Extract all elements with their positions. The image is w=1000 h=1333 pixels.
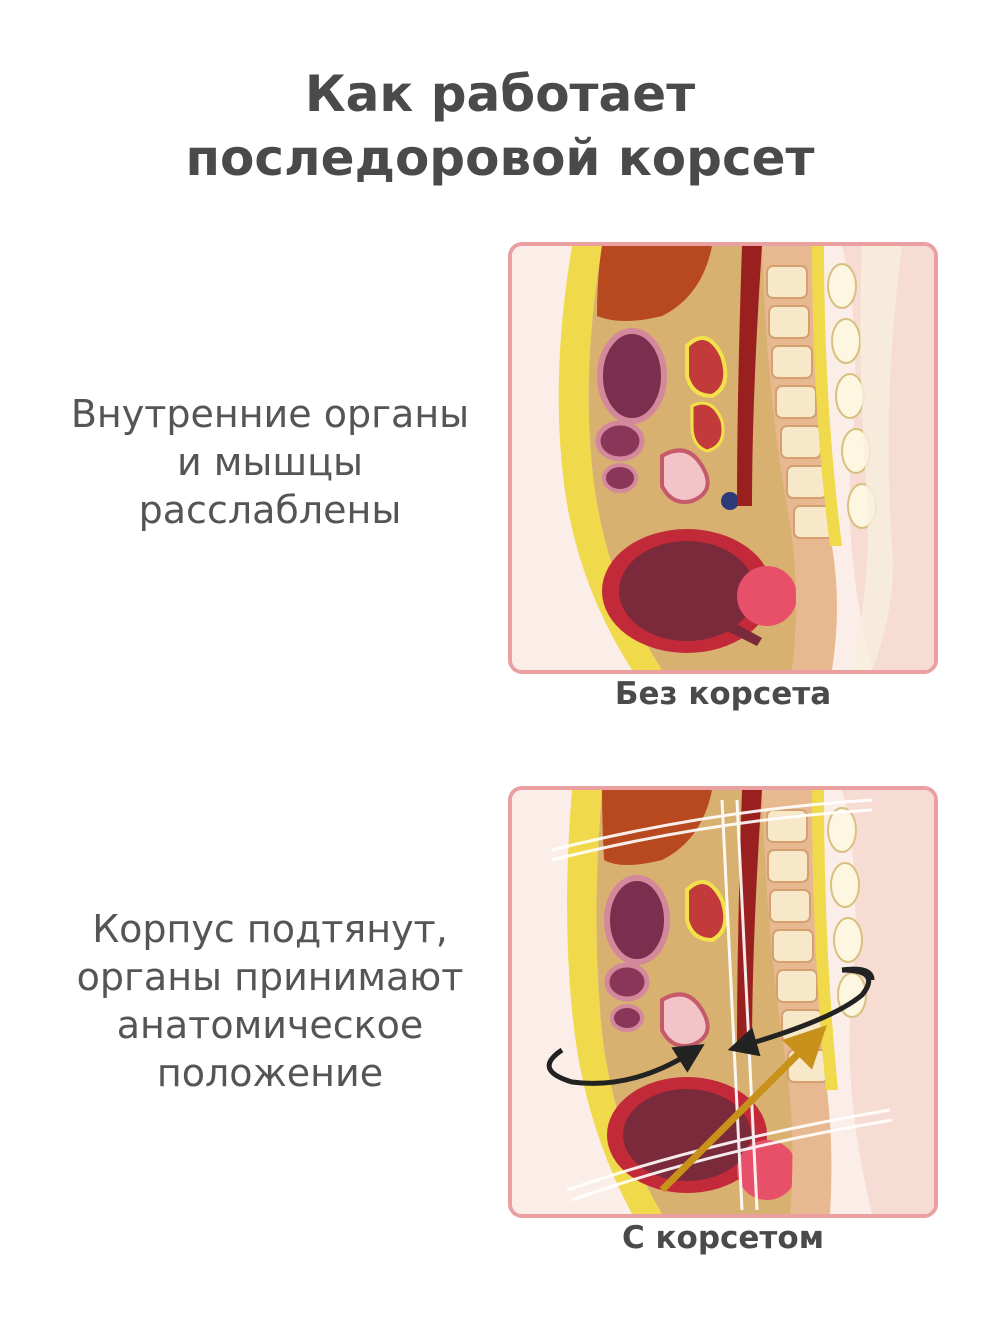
description-line: Внутренние органы [70, 392, 470, 436]
caption-without-corset: Без корсета [614, 676, 832, 712]
description-line: и мышцы [176, 440, 364, 484]
description-line: положение [156, 1051, 384, 1095]
page-title: Как работает последоровой корсет [0, 62, 1000, 190]
title-line-2: последоровой корсет [185, 129, 815, 187]
description-line: органы принимают [76, 955, 464, 999]
title-line-1: Как работает [304, 65, 696, 123]
caption-with-corset: С корсетом [621, 1220, 825, 1256]
description-line: анатомическое [116, 1003, 424, 1047]
description-relaxed: Внутренние органы и мышцы расслаблены [40, 390, 500, 534]
description-line: Корпус подтянут, [92, 907, 448, 951]
description-tightened: Корпус подтянут, органы принимают анатом… [40, 905, 500, 1097]
anatomy-image-with-corset [508, 786, 938, 1218]
description-line: расслаблены [138, 488, 402, 532]
anatomy-image-without-corset [508, 242, 938, 674]
